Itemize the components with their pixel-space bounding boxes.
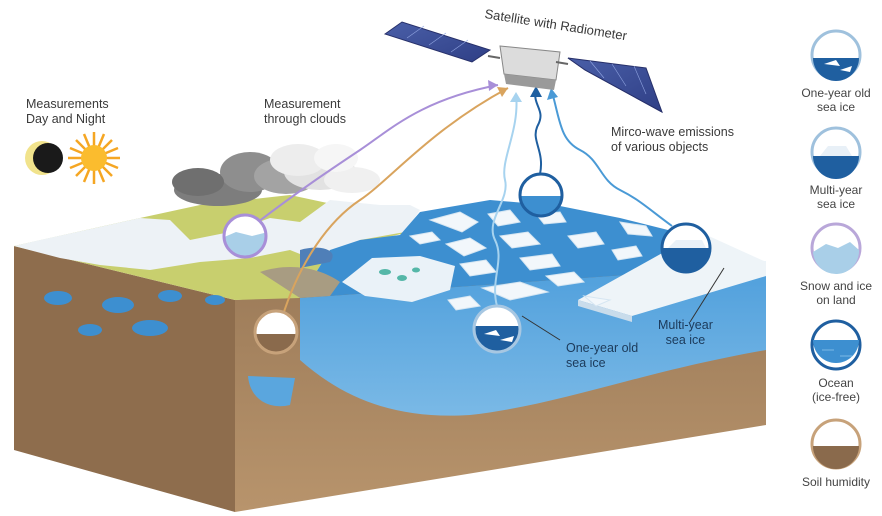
- multi-year-scene-line1: Multi-year: [658, 318, 713, 332]
- legend-one-year-line2: sea ice: [816, 100, 856, 114]
- leader-multi-year: [689, 267, 725, 323]
- leader-one-year: [521, 315, 561, 341]
- ocean-icon: [810, 319, 862, 371]
- legend-multi-year: Multi-year sea ice: [788, 183, 882, 211]
- terrain-block: [14, 195, 766, 512]
- earth-front-face: [14, 246, 235, 512]
- legend-multi-year-line1: Multi-year: [809, 183, 863, 197]
- moon-icon: [25, 141, 63, 175]
- multi-year-sea-ice-icon: [810, 126, 862, 179]
- soil-humidity-icon: [810, 418, 862, 470]
- legend-soil-line1: Soil humidity: [801, 475, 871, 489]
- path-one-year: [491, 93, 518, 307]
- clouds-line2: through clouds: [264, 112, 347, 126]
- day-night-label: Measurements Day and Night: [26, 97, 109, 127]
- day-night-line2: Day and Night: [26, 112, 106, 126]
- marker-snow-land: [222, 213, 268, 259]
- one-year-scene-line2: sea ice: [566, 356, 606, 370]
- legend-snow-land-line2: on land: [816, 293, 856, 307]
- multi-year-ice-sheet: [578, 232, 766, 316]
- legend-snow-land-line1: Snow and ice: [799, 279, 873, 293]
- marker-multi-year: [660, 222, 712, 274]
- land-lakes: [44, 290, 225, 336]
- lake-cross-section: [248, 376, 295, 407]
- emissions-line1: Mirco-wave emissions: [611, 125, 734, 139]
- legend-icons: [810, 29, 862, 470]
- one-year-scene-label: One-year old sea ice: [566, 341, 638, 371]
- marker-one-year: [472, 304, 522, 354]
- radiation-paths: [257, 80, 673, 319]
- legend-ocean-line1: Ocean: [818, 376, 854, 390]
- legend-ocean: Ocean (ice-free): [788, 376, 882, 404]
- solar-panel-left: [383, 21, 492, 63]
- emissions-line2: of various objects: [611, 140, 709, 154]
- path-soil: [281, 87, 509, 319]
- clouds-label: Measurement through clouds: [264, 97, 346, 127]
- marker-ocean: [518, 172, 564, 218]
- legend-multi-year-line2: sea ice: [816, 197, 856, 211]
- sun-icon: [68, 132, 120, 184]
- legend-ocean-line2: (ice-free): [811, 390, 860, 404]
- day-night-line1: Measurements: [26, 97, 109, 111]
- legend-soil: Soil humidity: [788, 475, 882, 489]
- emissions-label: Mirco-wave emissions of various objects: [611, 125, 734, 155]
- snow-ice-land-icon: [810, 222, 862, 275]
- one-year-scene-line1: One-year old: [566, 341, 639, 355]
- multi-year-scene-label: Multi-year sea ice: [658, 318, 713, 348]
- legend-one-year-line1: One-year old: [801, 86, 871, 100]
- legend-snow-land: Snow and ice on land: [788, 279, 882, 307]
- clouds: [172, 144, 380, 206]
- path-multi-year: [551, 91, 673, 227]
- clouds-line1: Measurement: [264, 97, 341, 111]
- one-year-sea-ice-icon: [810, 29, 862, 81]
- satellite-icon: [383, 21, 663, 114]
- legend-one-year: One-year old sea ice: [788, 86, 882, 114]
- marker-soil: [253, 309, 299, 355]
- path-ocean: [534, 89, 543, 175]
- multi-year-scene-line2: sea ice: [665, 333, 706, 347]
- path-snow-land: [257, 84, 499, 223]
